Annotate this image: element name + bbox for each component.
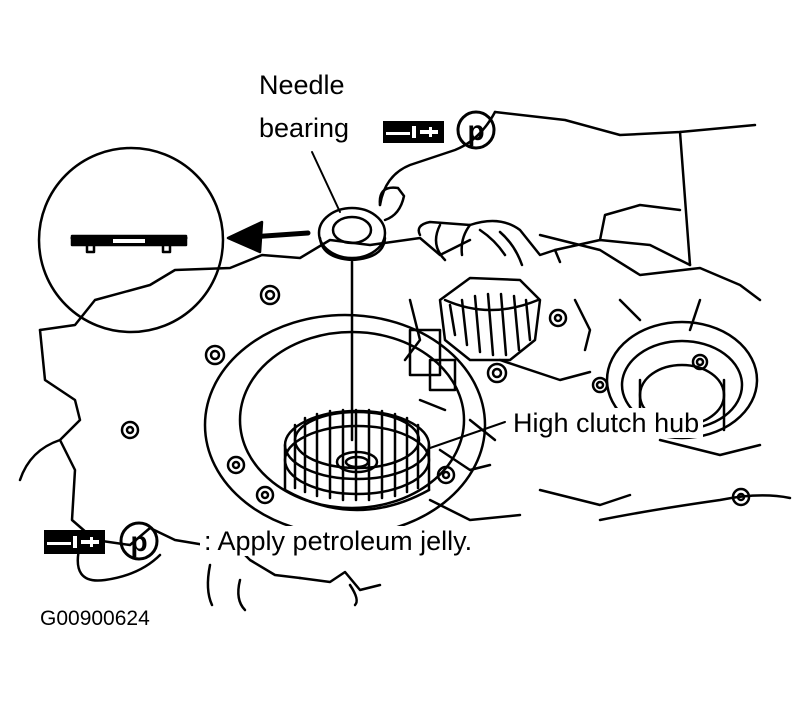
- bolt-bosses: [120, 284, 751, 507]
- petroleum-symbol: p: [467, 115, 484, 146]
- high-clutch-hub-label: High clutch hub: [509, 408, 704, 438]
- high-clutch-hub-drawing: [203, 313, 487, 537]
- bearing-cross-section: [37, 146, 225, 334]
- letter-p-circle-icon: [456, 110, 496, 150]
- hub-leader: [429, 421, 506, 449]
- needle-bearing-leader: [311, 151, 341, 213]
- legend-petroleum-symbol: p: [130, 526, 147, 557]
- gear-assembly: [408, 276, 542, 392]
- needle-bearing-label-line2: bearing: [259, 113, 350, 143]
- legend-tool-icon: [44, 530, 105, 554]
- figure-code: G00900624: [40, 607, 150, 630]
- needle-bearing: [317, 206, 387, 442]
- legend-text: : Apply petroleum jelly.: [200, 526, 477, 556]
- petroleum-jelly-tool-icon: [383, 121, 444, 143]
- left-arrow-icon: [226, 220, 311, 254]
- legend-letter-p-circle-icon: [119, 521, 159, 561]
- needle-bearing-label-line1: Needle: [259, 70, 345, 100]
- hand-drawing: [378, 110, 757, 267]
